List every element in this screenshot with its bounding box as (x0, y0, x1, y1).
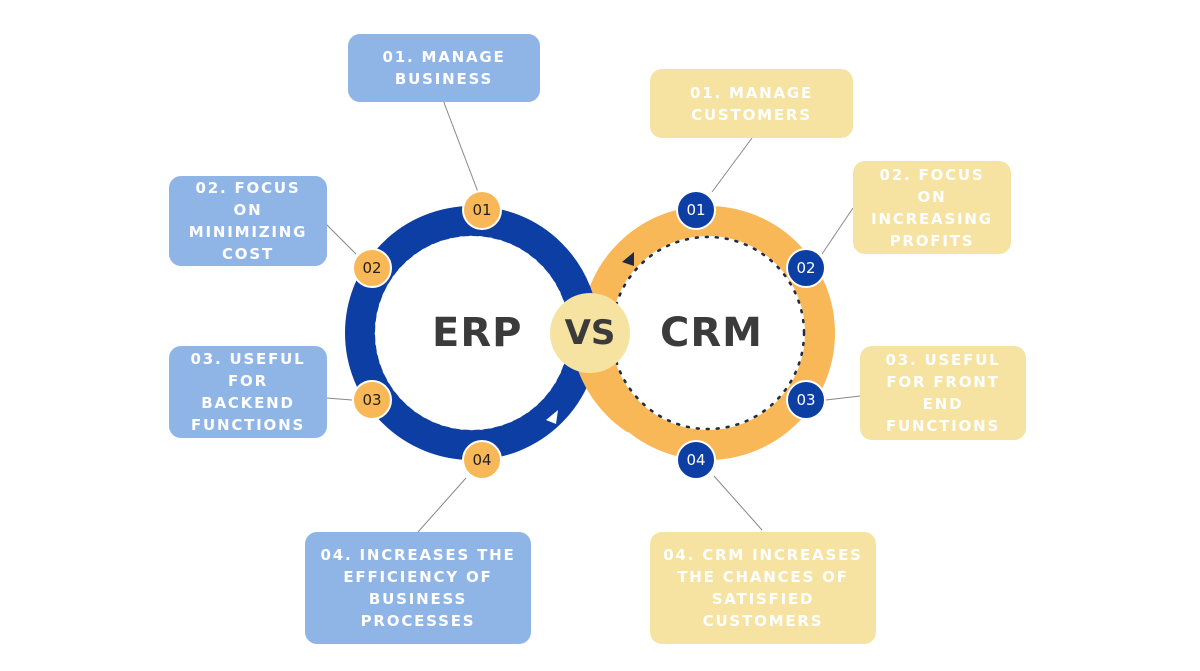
crm-arrow-icon (622, 252, 634, 266)
crm-box-01: 01. MANAGE CUSTOMERS (650, 69, 853, 138)
connector-erp-01 (442, 99, 479, 193)
connector-erp-03 (325, 397, 353, 401)
erp-arrow-icon (546, 410, 558, 424)
erp-badge-04: 04 (462, 440, 502, 480)
erp-box-03: 03. USEFUL FOR BACKEND FUNCTIONS (169, 346, 327, 438)
erp-badge-03: 03 (352, 380, 392, 420)
vs-badge: VS (550, 293, 630, 373)
connector-crm-02 (821, 207, 854, 255)
crm-badge-04: 04 (676, 440, 716, 480)
crm-badge-03: 03 (786, 380, 826, 420)
crm-box-02: 02. FOCUS ON INCREASING PROFITS (853, 161, 1011, 254)
crm-badge-02: 02 (786, 248, 826, 288)
connector-crm-04 (713, 475, 763, 531)
connector-erp-02 (325, 223, 357, 255)
erp-label: ERP (432, 310, 523, 356)
erp-box-02: 02. FOCUS ON MINIMIZING COST (169, 176, 327, 266)
erp-box-01: 01. MANAGE BUSINESS (348, 34, 540, 102)
crm-box-03: 03. USEFUL FOR FRONT END FUNCTIONS (860, 346, 1026, 440)
crm-box-04: 04. CRM INCREASES THE CHANCES OF SATISFI… (650, 532, 876, 644)
crm-badge-01: 01 (676, 190, 716, 230)
erp-badge-01: 01 (462, 190, 502, 230)
connector-crm-03 (825, 395, 861, 401)
crm-label: CRM (660, 310, 763, 356)
connector-crm-01 (711, 137, 753, 193)
erp-box-04: 04. INCREASES THE EFFICIENCY OF BUSINESS… (305, 532, 531, 644)
erp-badge-02: 02 (352, 248, 392, 288)
connector-erp-04 (417, 477, 467, 533)
